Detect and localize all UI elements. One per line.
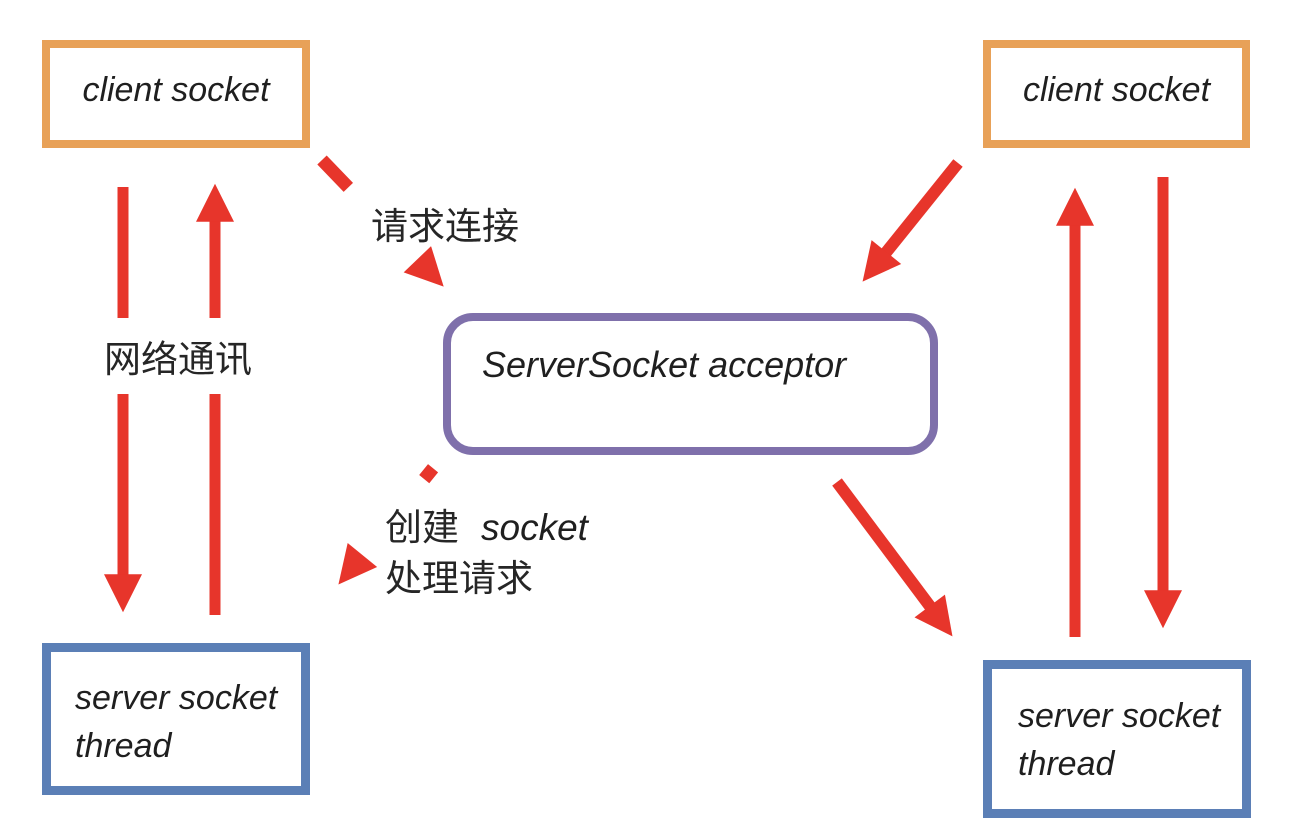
node-server-left-line1: server socket: [75, 679, 278, 717]
label-create-socket: 创建 socket 处理请求: [385, 502, 588, 605]
node-client-socket-right: client socket: [983, 40, 1250, 148]
label-create-prefix: 创建: [385, 508, 459, 549]
label-create-socket-word: socket: [481, 507, 588, 548]
node-serversocket-acceptor: ServerSocket acceptor: [443, 313, 938, 455]
arrow-client-right-to-acceptor: [862, 159, 963, 282]
arrow-request-connect-dashed: [317, 155, 444, 287]
node-server-socket-thread-right: server socket thread: [983, 660, 1251, 818]
label-request-connect: 请求连接: [371, 196, 519, 250]
node-client-socket-left-label: client socket: [82, 70, 270, 109]
label-network-comm-text: 网络通讯: [104, 340, 252, 381]
node-serversocket-acceptor-label: ServerSocket acceptor: [482, 344, 847, 385]
node-client-socket-right-label: client socket: [1022, 70, 1211, 109]
node-server-socket-thread-left: server socket thread: [42, 643, 310, 795]
node-server-left-line2: thread: [75, 727, 172, 765]
label-create-socket-line2: 处理请求: [385, 559, 533, 600]
node-server-right-line2: thread: [1018, 745, 1115, 783]
label-network-comm: 网络通讯: [88, 318, 268, 394]
label-request-connect-text: 请求连接: [371, 207, 519, 248]
label-create-socket-line1: 创建 socket: [385, 502, 588, 554]
arrow-acceptor-to-server-right: [832, 478, 953, 637]
node-server-right-line1: server socket: [1018, 697, 1221, 735]
node-client-socket-left: client socket: [42, 40, 310, 148]
